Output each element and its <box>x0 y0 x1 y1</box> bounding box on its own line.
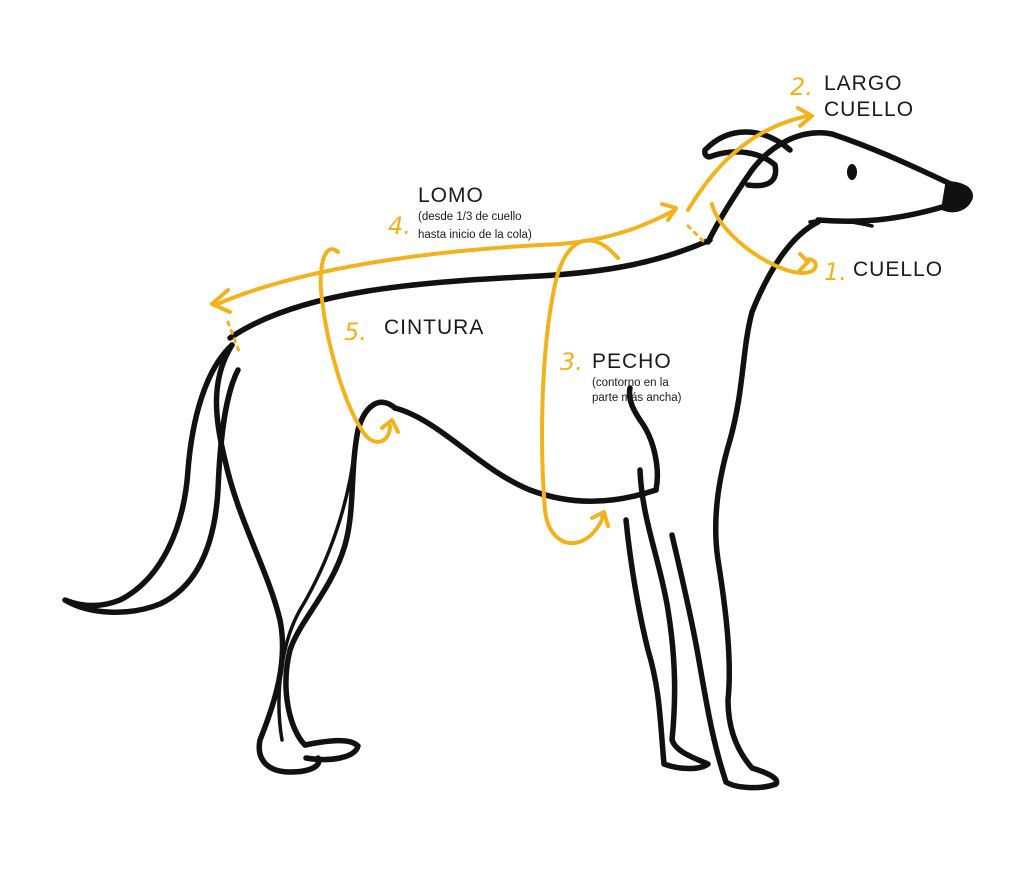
labels: 2. LARGO CUELLO LOMO 4. (desde 1/3 de cu… <box>344 72 943 404</box>
dog-hind-thigh <box>283 399 398 748</box>
dog-eye <box>847 164 857 180</box>
dog-head-top <box>749 130 958 189</box>
dog-elbow <box>626 385 661 493</box>
dog-front-leg-back <box>669 532 729 785</box>
waist-loop-arrow <box>380 418 400 434</box>
dog-ear <box>702 129 793 189</box>
dog-hind-leg-2 <box>277 443 357 742</box>
waist-number: 5. <box>344 318 367 346</box>
chest-note-1: (contorno en la <box>592 377 669 389</box>
chest-number: 3. <box>560 348 583 376</box>
dog-belly <box>392 405 659 504</box>
waist-circumference-loop <box>318 247 392 444</box>
neck-length-number: 2. <box>790 73 813 101</box>
dog-neck-back <box>705 167 755 245</box>
dog-hind-leg-back <box>213 342 322 775</box>
dog-nose <box>941 181 973 213</box>
neck-length-title-2: CUELLO <box>824 98 914 121</box>
dog-back-line <box>227 237 713 341</box>
dog-neck-front <box>727 219 821 443</box>
back-arrow-head-right <box>660 202 678 222</box>
back-note-1: (desde 1/3 de cuello <box>418 211 522 223</box>
tail-base-mark <box>226 320 242 356</box>
back-note-2: hasta inicio de la cola) <box>418 229 532 241</box>
back-arrow-head-left <box>210 288 232 314</box>
dog-front-leg-2 <box>623 467 711 772</box>
measurement-lines <box>210 106 818 546</box>
dog-hind-paw-front <box>302 737 361 763</box>
neck-circumference-loop <box>710 202 818 275</box>
neck-title: CUELLO <box>853 258 943 281</box>
neck-third-mark <box>686 224 708 246</box>
neck-length-arrow <box>686 114 810 212</box>
neck-loop-arrow <box>798 252 810 272</box>
neck-number: 1. <box>824 258 847 286</box>
waist-title: CINTURA <box>384 316 484 339</box>
chest-title: PECHO <box>592 350 672 373</box>
dog-tail <box>62 342 241 615</box>
neck-length-title-1: LARGO <box>824 72 903 95</box>
dog-front-leg-front <box>712 437 755 771</box>
neck-length-arrow-head <box>796 106 814 128</box>
chest-circumference-loop <box>540 238 620 546</box>
dog-front-paw <box>723 765 780 791</box>
chest-note-2: parte más ancha) <box>592 392 682 404</box>
back-title: LOMO <box>418 184 484 207</box>
chest-loop-arrow <box>590 510 610 528</box>
back-length-arrow <box>213 208 677 307</box>
back-number: 4. <box>388 212 411 240</box>
